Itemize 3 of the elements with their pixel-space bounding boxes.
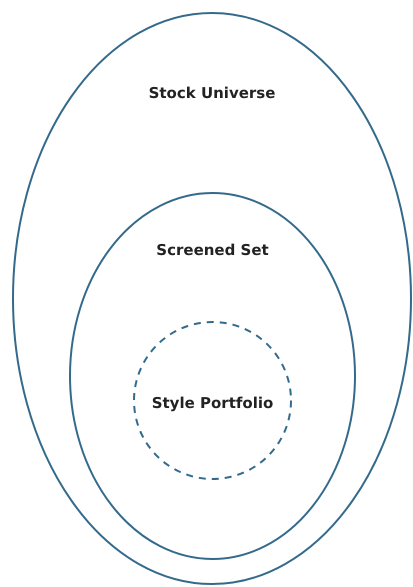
set-label: Screened Set: [156, 241, 269, 259]
set-label: Style Portfolio: [152, 394, 274, 412]
set-label: Stock Universe: [148, 84, 276, 102]
